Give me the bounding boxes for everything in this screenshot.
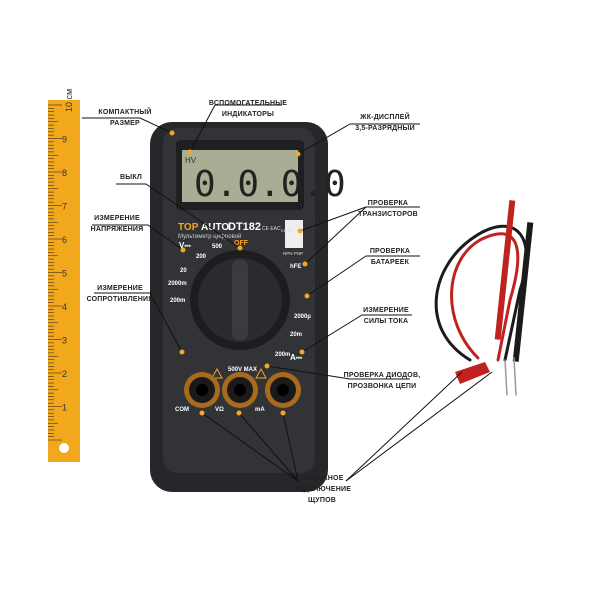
brand-auto: AUTO — [201, 222, 229, 233]
leader-line — [238, 412, 299, 482]
leader-lines — [82, 104, 493, 482]
brand-top: TOP — [178, 222, 199, 233]
ruler-number: 3 — [62, 336, 67, 346]
rotary-dial[interactable] — [190, 250, 290, 350]
callout-diodes: ПРОВЕРКА ДИОДОВ,ПРОЗВОНКА ЦЕПИ — [343, 372, 421, 390]
callout-dot — [295, 151, 301, 157]
dial-label: 500 — [212, 244, 223, 250]
callout-dot — [187, 149, 193, 155]
leader-line — [201, 412, 299, 482]
ruler-number: 4 — [62, 302, 67, 312]
test-probes — [434, 200, 534, 396]
ruler-number: 5 — [62, 269, 67, 279]
jack-label: COM — [175, 407, 189, 413]
dial-label: hFE — [290, 264, 301, 270]
hv-indicator: HV — [185, 156, 197, 165]
leader-line — [266, 365, 351, 380]
callout-dot — [297, 228, 303, 234]
off-label: OFF — [234, 240, 249, 247]
leader-line — [299, 206, 367, 232]
callout-dot — [304, 293, 310, 299]
ruler-unit-label: 10 см — [64, 89, 74, 112]
dial-label: 200m — [275, 352, 290, 358]
dial-label: 2000m — [168, 281, 187, 287]
cert-marks: CE EAC — [262, 226, 281, 232]
leader-line — [306, 255, 367, 297]
leader-line — [116, 183, 241, 249]
callout-dot — [237, 245, 243, 251]
leader-line — [297, 123, 351, 155]
dial-label: 2000µ — [294, 314, 311, 320]
callout-dots — [169, 130, 310, 416]
ruler-number: 2 — [62, 369, 67, 379]
callout-dot — [280, 410, 286, 416]
jack-label: mA — [255, 407, 265, 413]
leader-line — [282, 412, 299, 482]
ruler-number: 7 — [62, 202, 67, 212]
callout-off: ВЫКЛ — [120, 174, 142, 181]
leader-line — [94, 292, 183, 353]
model-name: DT182 — [228, 221, 261, 233]
transistor-pins: EBCE — [281, 228, 292, 233]
leader-line — [92, 224, 184, 251]
jack-label: VΩ — [215, 407, 224, 413]
callout-dot — [264, 363, 270, 369]
leader-line — [82, 117, 173, 134]
dial-label: 20m — [290, 332, 302, 338]
ruler-number: 9 — [62, 135, 67, 145]
leader-line — [301, 314, 363, 353]
display-value: 0.0.0.0 — [194, 164, 346, 205]
amp-dc-label: A⎓ — [290, 353, 303, 362]
leader-line — [345, 371, 463, 482]
transistor-types: NPN PNP — [283, 251, 303, 256]
dial-label: 200m — [170, 298, 185, 304]
multimeter: HV 0.0.0.0 TOP AUTO DT182 CE EAC Мультим… — [150, 122, 346, 492]
lcd-display — [182, 150, 298, 202]
callout-dot — [302, 261, 308, 267]
leader-line — [189, 104, 216, 153]
callout-dot — [180, 247, 186, 253]
leader-line — [304, 206, 367, 265]
callout-dot — [199, 410, 205, 416]
leader-line — [345, 371, 493, 482]
dial-label: 20 — [180, 268, 187, 274]
ruler-number: 1 — [62, 403, 67, 413]
ruler: 10 см 1 2 3 4 5 6 7 8 9 — [48, 89, 80, 462]
callout-dot — [236, 410, 242, 416]
volt-dc-label: V⎓ — [179, 241, 191, 250]
callout-dot — [179, 349, 185, 355]
callout-dot — [169, 130, 175, 136]
ruler-number: 6 — [62, 235, 67, 245]
max-voltage-label: 500V MAX — [228, 367, 257, 373]
dial-label: 200 — [196, 254, 207, 260]
ruler-number: 8 — [62, 168, 67, 178]
callout-dot — [299, 349, 305, 355]
device-subtitle: Мультиметр цифровой — [178, 233, 241, 240]
